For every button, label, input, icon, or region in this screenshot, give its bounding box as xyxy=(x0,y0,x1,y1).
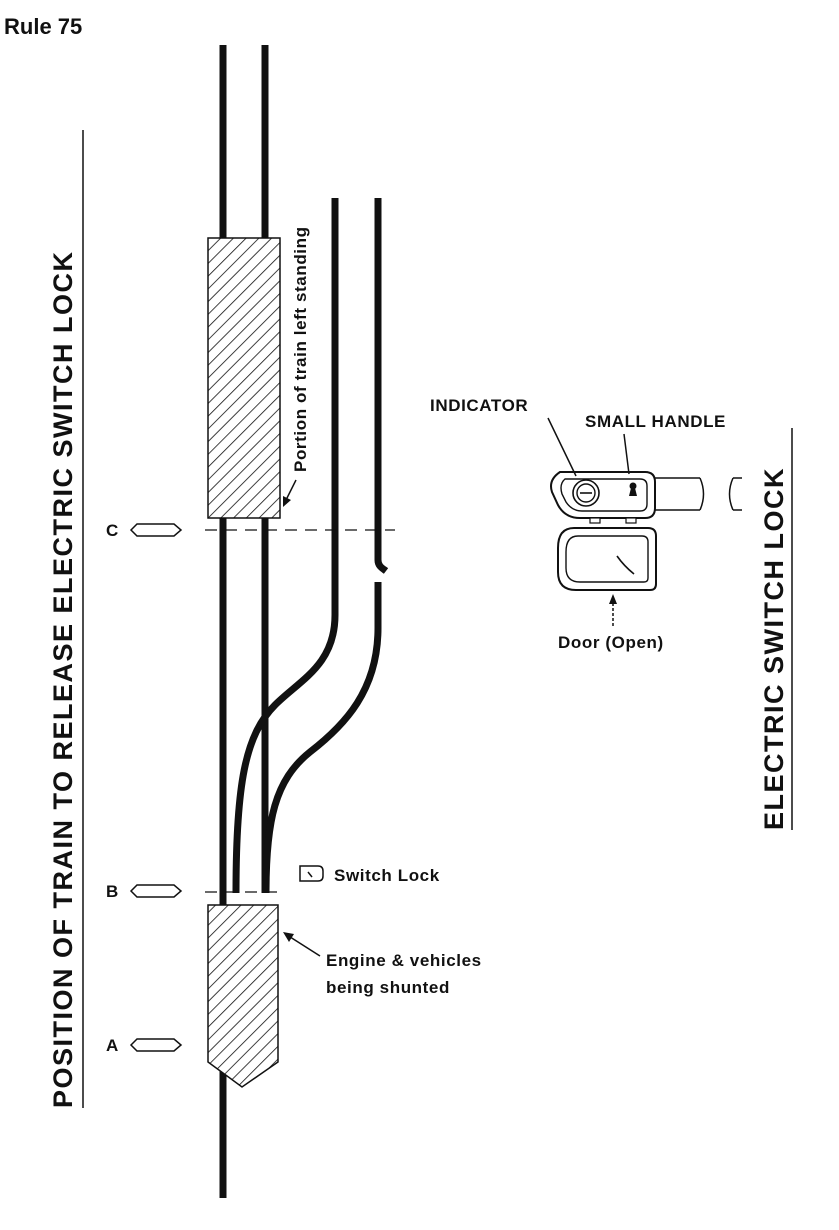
small-handle-pointer xyxy=(623,433,630,475)
marker-letter: C xyxy=(106,521,118,540)
door-panel xyxy=(557,527,657,591)
shaft-break xyxy=(699,477,705,511)
keyhole-icon xyxy=(629,482,637,496)
portion-label: Portion of train left standing xyxy=(291,226,310,472)
rule-number: Rule 75 xyxy=(4,14,82,39)
small-handle-label: SMALL HANDLE xyxy=(585,412,726,431)
door-handle xyxy=(616,555,635,575)
indicator-dial xyxy=(572,479,600,507)
portion-arrow-head xyxy=(283,496,291,507)
engine-label-line1: Engine & vehicles xyxy=(326,951,482,970)
marker-letter: A xyxy=(106,1036,118,1055)
marker-post xyxy=(129,884,183,898)
shunting-engine xyxy=(207,904,279,1088)
siding-rail-right-lower xyxy=(262,582,382,894)
indicator-label: INDICATOR xyxy=(430,396,528,415)
door-pointer-head xyxy=(609,594,617,604)
marker-c: C xyxy=(106,521,183,540)
door-label: Door (Open) xyxy=(558,633,664,652)
engine-arrow-line xyxy=(286,934,321,957)
marker-post xyxy=(129,1038,183,1052)
hinge xyxy=(625,517,637,524)
engine-label-line2: being shunted xyxy=(326,978,450,997)
switch-lock-label: Switch Lock xyxy=(334,866,440,885)
electric-switch-lock-device xyxy=(550,471,742,591)
lock-title: ELECTRIC SWITCH LOCK xyxy=(759,467,789,830)
engine-arrow-head xyxy=(283,932,294,942)
indicator-pointer xyxy=(547,417,577,477)
standing-train-portion xyxy=(207,237,281,519)
siding-rail-right-upper xyxy=(374,198,389,574)
switch-lock-icon xyxy=(299,865,324,882)
hinge xyxy=(589,517,601,524)
marker-b: B xyxy=(106,882,183,901)
marker-letter: B xyxy=(106,882,118,901)
side-title: POSITION OF TRAIN TO RELEASE ELECTRIC SW… xyxy=(48,250,78,1108)
siding-rail-left xyxy=(232,198,339,894)
marker-a: A xyxy=(106,1036,183,1055)
marker-post xyxy=(129,523,183,537)
